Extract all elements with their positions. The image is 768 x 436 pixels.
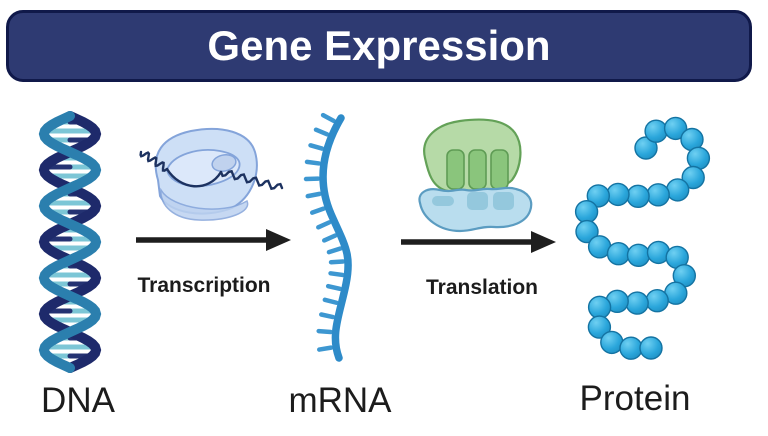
- ribosome-site-a: [432, 196, 454, 206]
- ribosome-site-c: [493, 192, 514, 210]
- polymerase-exit-hole: [211, 154, 237, 172]
- protein-label: Protein: [579, 379, 691, 418]
- ribosome-tunnel-1: [446, 149, 465, 190]
- ribosome-tunnel-2: [468, 149, 487, 190]
- arrow-head: [266, 229, 291, 251]
- transcription-label: Transcription: [137, 274, 271, 297]
- ribosome-tunnel-3: [490, 149, 509, 190]
- mrna-strand-icon: [303, 112, 352, 362]
- dna-thread-icon: [139, 150, 284, 191]
- translation-label: Translation: [425, 276, 539, 299]
- protein-beads: [574, 116, 711, 360]
- ribosome-site-b: [467, 192, 488, 210]
- translation-arrow: [401, 231, 556, 253]
- rna-polymerase-icon: [139, 127, 284, 221]
- dna-helix-icon: [38, 111, 102, 373]
- dna-label: DNA: [41, 381, 115, 420]
- page-title: Gene Expression: [207, 22, 551, 69]
- arrow-head: [531, 231, 556, 253]
- polymerase-lip: [160, 187, 249, 221]
- ribosome-icon: [418, 118, 533, 233]
- transcription-arrow: [136, 229, 291, 251]
- mrna-label: mRNA: [288, 381, 392, 420]
- mrna-ticks: [303, 112, 346, 352]
- protein-chain-icon: [574, 116, 711, 360]
- mrna-backbone: [319, 114, 352, 362]
- title-banner: Gene Expression: [6, 10, 752, 82]
